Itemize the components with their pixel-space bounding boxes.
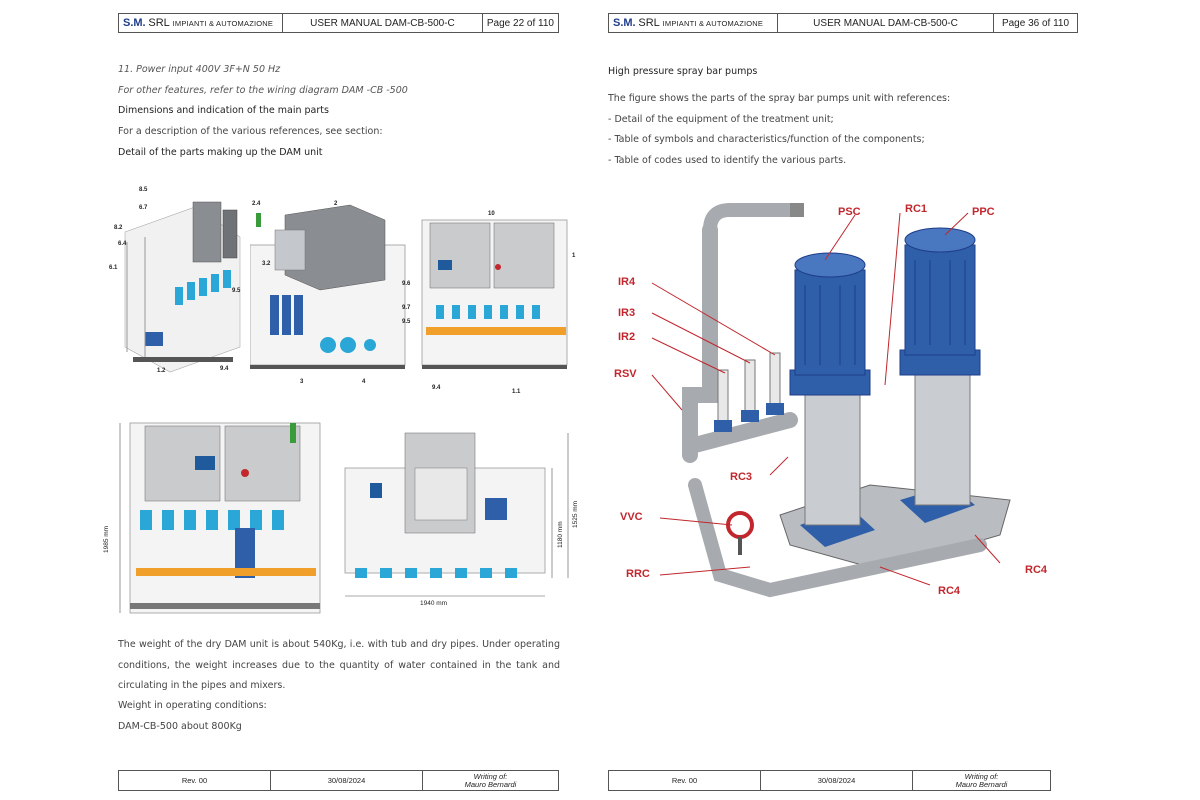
weight-operating-heading: Weight in operating conditions: <box>118 700 267 711</box>
page-footer: Rev. 00 30/08/2024 Writing of: Mauro Ber… <box>118 770 559 791</box>
label-ir3: IR3 <box>618 307 635 319</box>
label-9-4: 9.4 <box>220 366 229 372</box>
label-8-5: 8.5 <box>139 187 148 193</box>
wiring-reference-line: For other features, refer to the wiring … <box>118 85 408 96</box>
page-header: S.M. SRL IMPIANTI & AUTOMAZIONE USER MAN… <box>118 13 560 33</box>
page-footer: Rev. 00 30/08/2024 Writing of: Mauro Ber… <box>608 770 1051 791</box>
label-rc3: RC3 <box>730 471 752 483</box>
parts-detail-heading: Detail of the parts making up the DAM un… <box>118 147 323 158</box>
label-rc1: RC1 <box>905 203 927 215</box>
section-title: High pressure spray bar pumps <box>608 66 758 77</box>
label-1-2: 1.2 <box>157 368 166 374</box>
height-dimension-1180: 1180 mm <box>557 521 564 548</box>
list-item-codes: - Table of codes used to identify the va… <box>608 155 847 166</box>
figure-description: The figure shows the parts of the spray … <box>608 93 951 104</box>
label-rrc: RRC <box>626 568 650 580</box>
revision-date: 30/08/2024 <box>760 770 913 791</box>
height-dimension-1525: 1525 mm <box>572 501 579 528</box>
label-ppc: PPC <box>972 206 995 218</box>
writing-of: Writing of: Mauro Bernardi <box>912 770 1051 791</box>
label-2-4: 2.4 <box>252 201 261 207</box>
page-number: Page 22 of 110 <box>481 13 560 33</box>
dam-unit-plan-dimension-view: 1940 mm 1180 mm 1525 mm <box>344 432 579 607</box>
label-6-7: 6.7 <box>139 205 148 211</box>
label-1: 1 <box>572 253 576 259</box>
label-9-5: 9.5 <box>232 288 241 294</box>
label-9-6: 9.6 <box>402 281 411 287</box>
company-name: S.M. SRL IMPIANTI & AUTOMAZIONE <box>608 13 778 33</box>
label-8-2: 8.2 <box>114 225 123 231</box>
label-rsv: RSV <box>614 368 637 380</box>
writing-of: Writing of: Mauro Bernardi <box>422 770 559 791</box>
dam-unit-iso-view-b: 2.4 2 3.2 3 4 <box>250 201 406 385</box>
label-6-1: 6.1 <box>109 265 118 271</box>
weight-paragraph: The weight of the dry DAM unit is about … <box>118 639 560 691</box>
revision: Rev. 00 <box>118 770 271 791</box>
company-name: S.M. SRL IMPIANTI & AUTOMAZIONE <box>118 13 283 33</box>
manual-title: USER MANUAL DAM-CB-500-C <box>777 13 994 33</box>
label-3-2: 3.2 <box>262 261 271 267</box>
revision: Rev. 00 <box>608 770 761 791</box>
manual-title: USER MANUAL DAM-CB-500-C <box>282 13 483 33</box>
label-ir2: IR2 <box>618 331 635 343</box>
label-10: 10 <box>488 211 495 217</box>
page-number: Page 36 of 110 <box>993 13 1078 33</box>
width-dimension-1940: 1940 mm <box>420 600 447 607</box>
label-3: 3 <box>300 379 304 385</box>
power-input-line: 11. Power input 400V 3F+N 50 Hz <box>118 64 281 75</box>
label-4: 4 <box>362 379 366 385</box>
dam-unit-front-dimension-view: 1985 mm <box>103 422 321 614</box>
dam-unit-iso-view-a: 8.5 6.7 8.2 6.4 6.1 9.5 1.2 9.4 <box>109 187 241 374</box>
label-6-4: 6.4 <box>118 241 127 247</box>
label-9-7: 9.7 <box>402 305 411 311</box>
revision-date: 30/08/2024 <box>270 770 423 791</box>
description-reference-line: For a description of the various referen… <box>118 126 383 137</box>
label-9-5-c: 9.5 <box>402 319 411 325</box>
manual-page-22: S.M. SRL IMPIANTI & AUTOMAZIONE USER MAN… <box>103 13 579 791</box>
label-ir4: IR4 <box>618 276 636 288</box>
label-psc: PSC <box>838 206 861 218</box>
label-rc4-right: RC4 <box>1025 564 1048 576</box>
dimensions-heading: Dimensions and indication of the main pa… <box>118 105 329 116</box>
label-2: 2 <box>334 201 338 207</box>
height-dimension-1985: 1985 mm <box>103 526 110 553</box>
label-vvc: VVC <box>620 511 643 523</box>
label-rc4-bottom: RC4 <box>938 585 961 597</box>
dam-unit-front-view-c: 10 1 9.6 9.7 9.5 9.4 1.1 <box>402 211 576 395</box>
label-1-1: 1.1 <box>512 389 521 395</box>
list-item-equipment: - Detail of the equipment of the treatme… <box>608 114 834 125</box>
manual-page-36: S.M. SRL IMPIANTI & AUTOMAZIONE USER MAN… <box>600 0 1200 800</box>
label-9-4-c: 9.4 <box>432 385 441 391</box>
spray-bar-pump-unit-illustration: PSC RC1 PPC IR4 IR3 IR2 RSV RC3 VVC RRC … <box>614 203 1048 598</box>
weight-operating-value: DAM-CB-500 about 800Kg <box>118 721 242 732</box>
page-header: S.M. SRL IMPIANTI & AUTOMAZIONE USER MAN… <box>608 13 1078 33</box>
list-item-symbols: - Table of symbols and characteristics/f… <box>608 134 925 145</box>
